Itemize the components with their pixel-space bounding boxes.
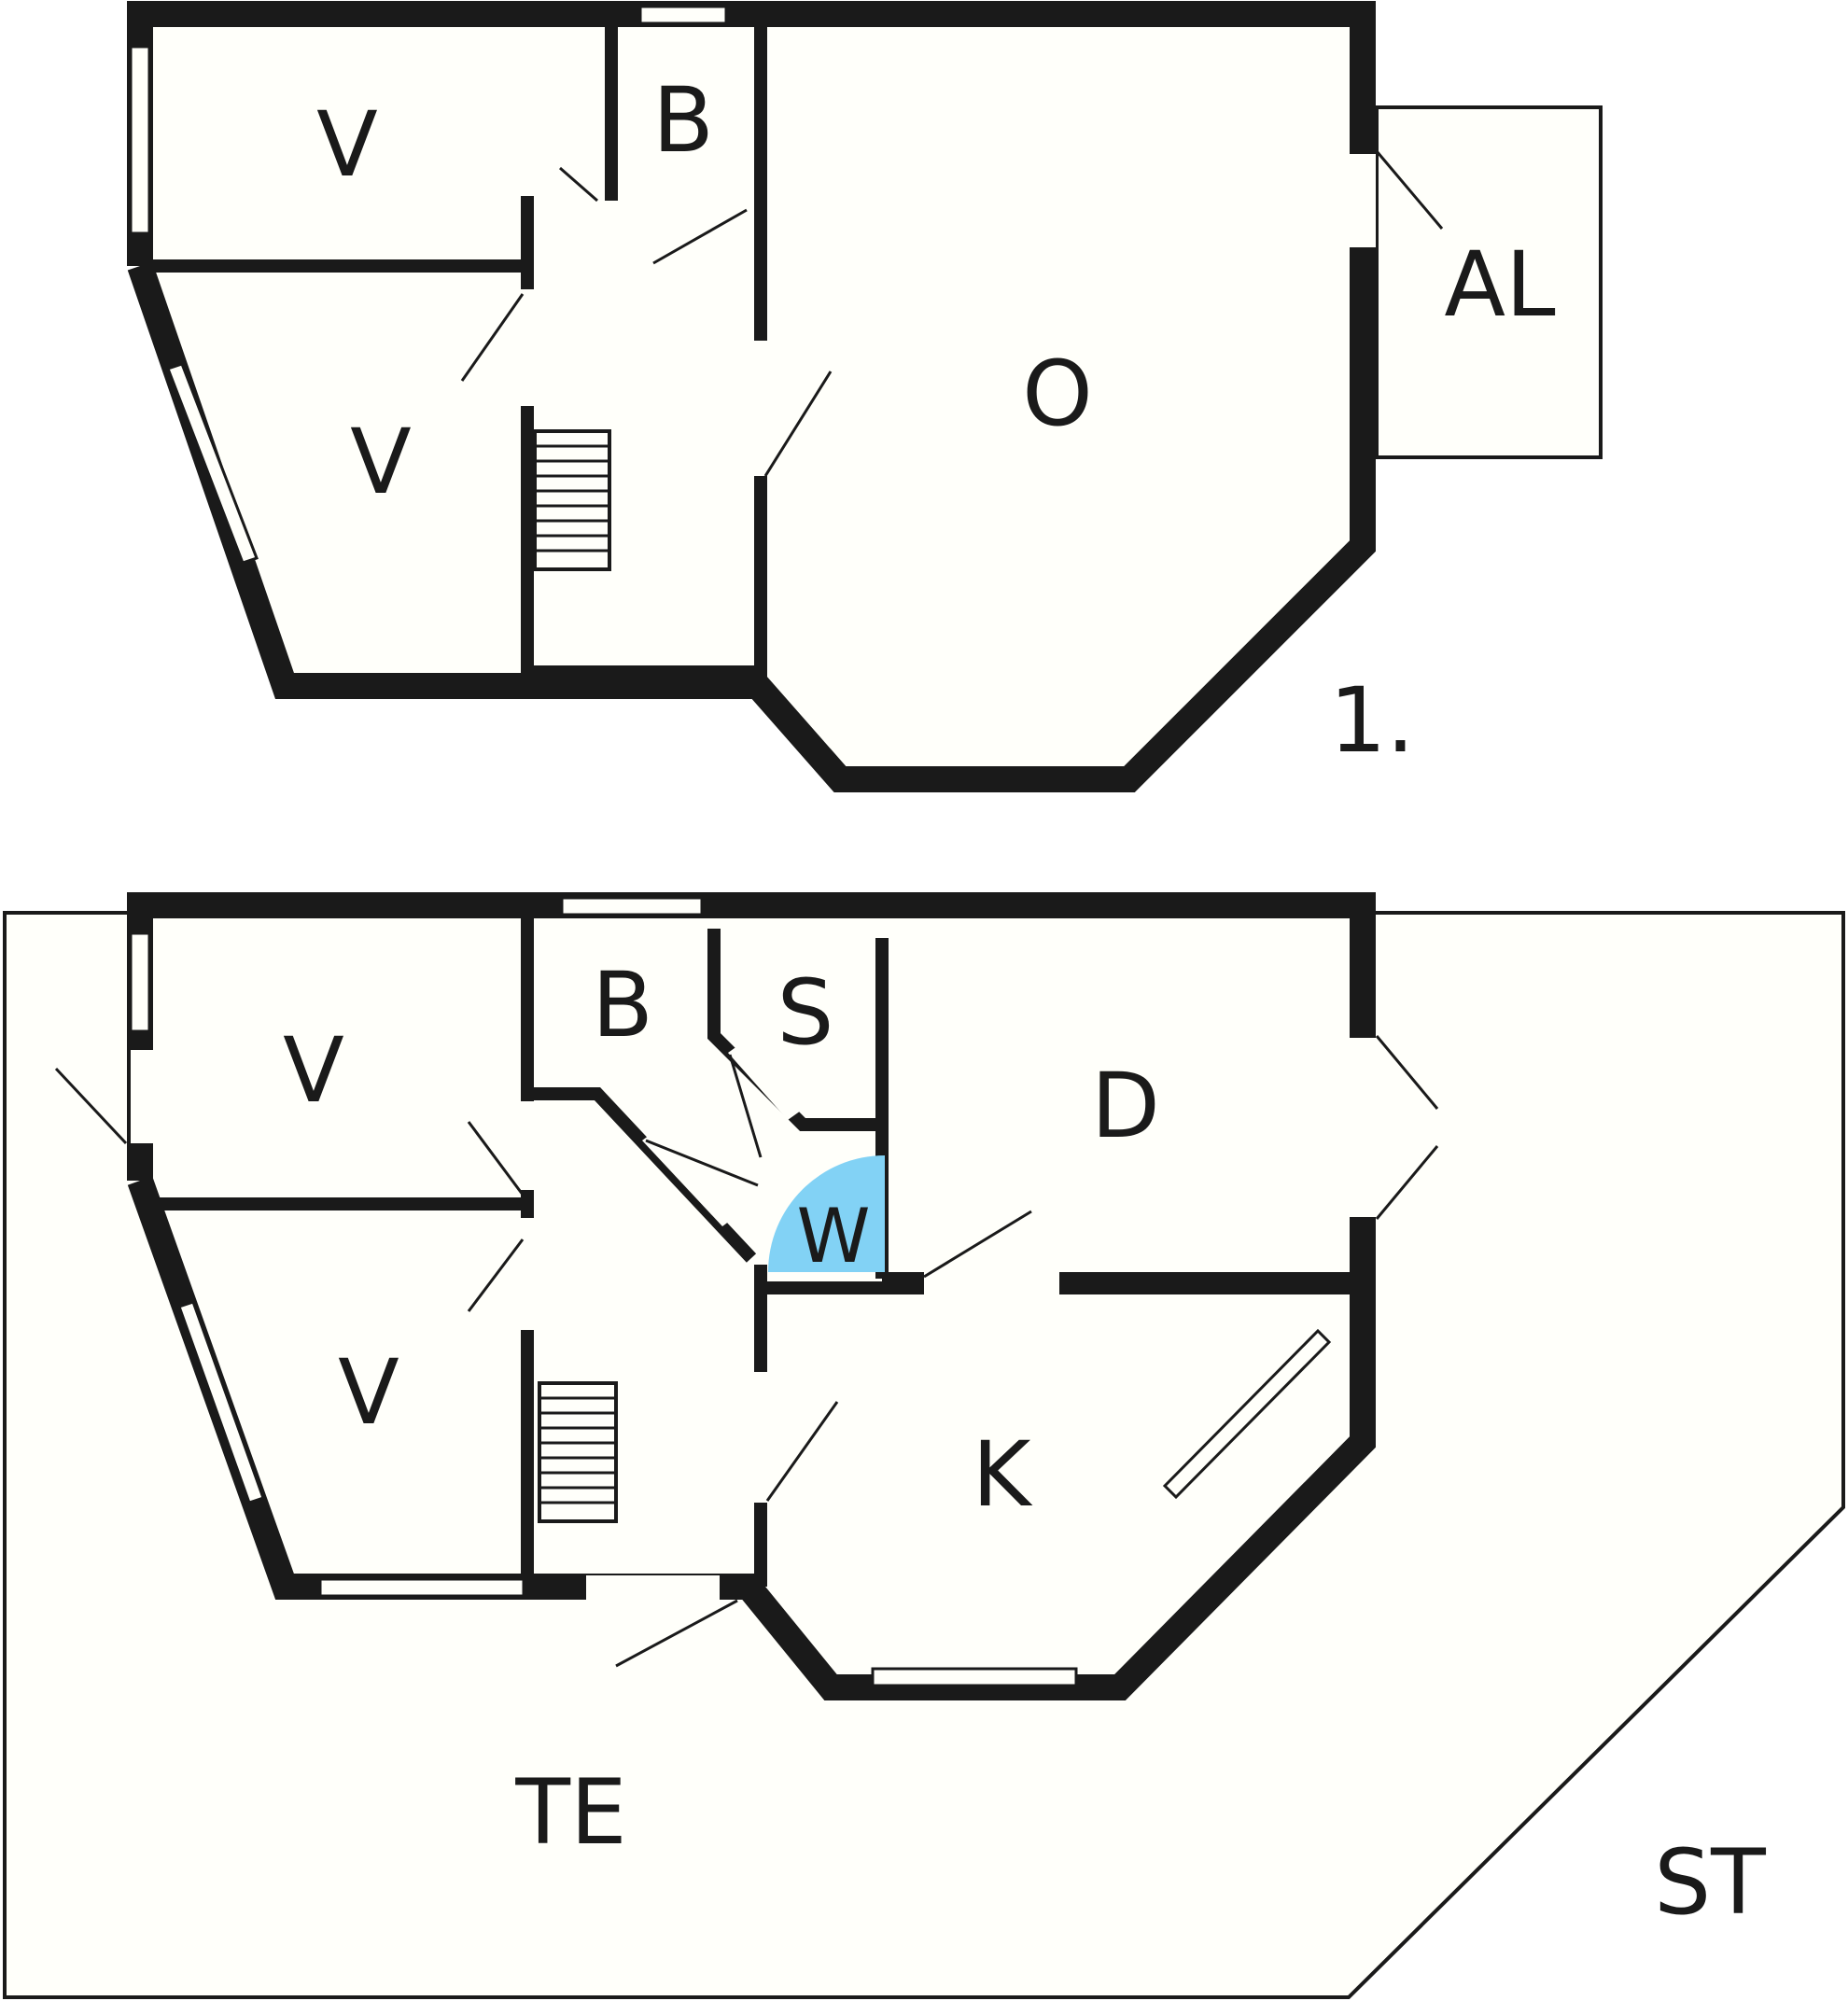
kitchen-label: K [973,1422,1033,1527]
ground-floor: V B S D W V K TE ST [3,892,1845,1999]
upper-bedroom-lower-label: V [350,410,412,514]
terrace-outline [3,911,1845,1999]
wc-highlight [768,1155,885,1272]
upper-living-label: O [1022,342,1093,446]
floor-number-label: 1. [1329,668,1415,773]
upper-bedroom-top-label: V [316,92,378,197]
ground-bedroom-top-label: V [283,1018,344,1123]
upper-bathroom-label: B [652,68,714,173]
upper-stairs [533,429,611,571]
terrace-label: TE [514,1760,626,1865]
ground-stairs [538,1381,618,1523]
balcony-outline [1375,105,1603,459]
ground-bedroom-lower-label: V [338,1340,399,1445]
wc-label: W [796,1193,870,1280]
dressing-label: D [1091,1054,1160,1158]
ground-bathroom-label: B [592,953,653,1057]
upper-balcony-label: AL [1444,232,1555,337]
sauna-label: S [777,960,834,1065]
upper-floor: V B V O AL 1. [127,1,1603,792]
patio-label: ST [1654,1830,1766,1935]
upper-exterior-wall [127,1,1376,792]
